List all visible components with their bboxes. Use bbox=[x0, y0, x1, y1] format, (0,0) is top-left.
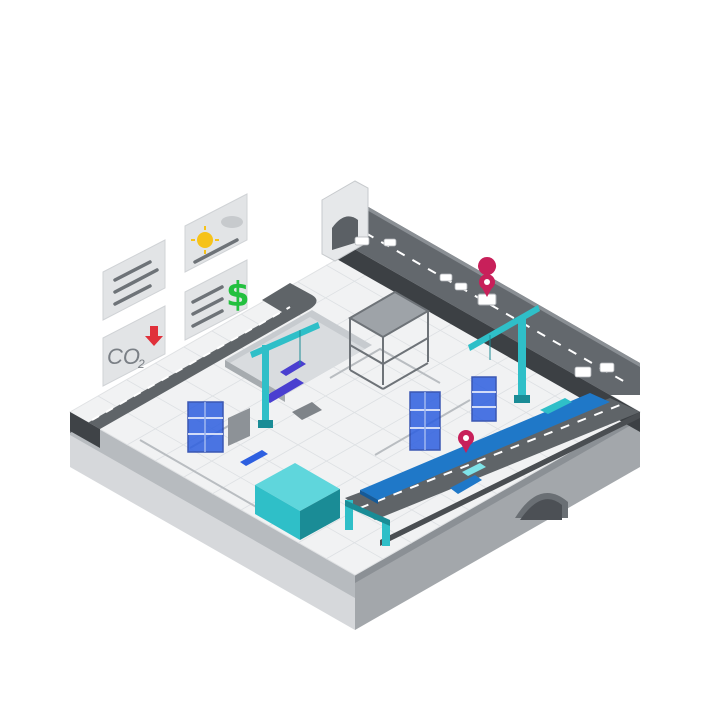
info-panel-document bbox=[102, 239, 166, 321]
highway-cars bbox=[354, 236, 615, 378]
document-lines-icon bbox=[113, 260, 159, 306]
lower-road bbox=[345, 398, 640, 520]
tower-crane-right bbox=[468, 305, 540, 403]
info-panel-co2: CO 2 bbox=[102, 305, 166, 387]
base-right-face-shade bbox=[355, 412, 640, 583]
base-right-face bbox=[355, 412, 640, 630]
base-left-band bbox=[70, 412, 355, 598]
road-truck bbox=[450, 463, 486, 494]
tower-crane-icon bbox=[250, 322, 320, 428]
co2-text: CO bbox=[107, 344, 140, 369]
location-pin-road bbox=[458, 430, 474, 453]
info-panel-weather bbox=[184, 193, 248, 273]
blue-tower-center bbox=[409, 391, 441, 451]
cost-dollar-icon: $ bbox=[226, 275, 250, 315]
canal bbox=[360, 393, 610, 504]
blue-tower-right bbox=[471, 376, 497, 422]
bridge-arch bbox=[515, 493, 568, 520]
blue-tower-left bbox=[187, 401, 224, 453]
scaffold-frame-icon bbox=[347, 290, 431, 390]
info-panel-cost: $ bbox=[184, 259, 250, 341]
front-road bbox=[380, 412, 640, 546]
co2-reduction-icon: CO 2 bbox=[107, 326, 163, 371]
machinery bbox=[228, 402, 322, 446]
weather-sun-cloud-icon bbox=[191, 216, 243, 254]
document-lines-icon bbox=[191, 285, 224, 328]
co2-subscript: 2 bbox=[137, 357, 145, 371]
canal-gantry bbox=[345, 500, 390, 546]
left-road bbox=[70, 283, 317, 448]
location-pin-icon bbox=[478, 257, 496, 297]
canal-boat bbox=[540, 398, 572, 414]
site-office bbox=[255, 463, 340, 540]
